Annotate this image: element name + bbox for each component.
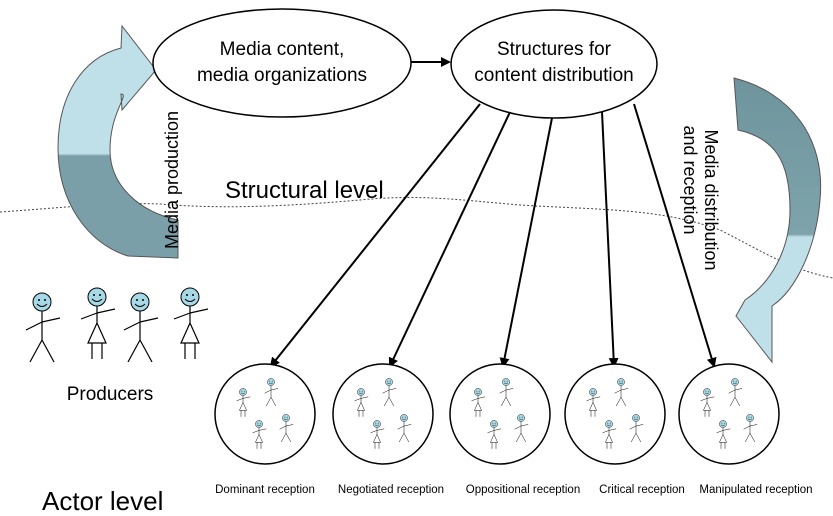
reception-label-manipulated: Manipulated reception bbox=[699, 484, 812, 496]
media-content-label-line2: media organizations bbox=[197, 65, 367, 86]
reception-negotiated bbox=[332, 363, 434, 465]
distribution-arrow-critical bbox=[601, 111, 619, 368]
structures-node bbox=[450, 9, 658, 119]
structures-label-line2: content distribution bbox=[474, 65, 634, 86]
media-distribution-label-line1: Media distribution bbox=[701, 129, 721, 270]
media-distribution-label-line2: and reception bbox=[680, 125, 700, 234]
media-production-label: Media production bbox=[162, 111, 182, 249]
reception-label-critical: Critical reception bbox=[599, 484, 685, 496]
actor-level-label: Actor level bbox=[42, 486, 163, 516]
distribution-arrow-manipulated bbox=[633, 103, 717, 368]
media-content-label-line1: Media content, bbox=[220, 39, 345, 60]
level-boundary-line bbox=[0, 196, 833, 279]
media-content-node bbox=[152, 8, 412, 118]
distribution-arrow-dominant bbox=[269, 103, 481, 368]
distribution-arrow-negotiated bbox=[388, 111, 511, 368]
media-distribution-arrow bbox=[733, 77, 822, 364]
reception-label-oppositional: Oppositional reception bbox=[466, 484, 580, 496]
reception-label-dominant: Dominant reception bbox=[215, 484, 315, 496]
distribution-arrow-oppositional bbox=[499, 117, 553, 368]
reception-oppositional bbox=[449, 363, 551, 465]
producers-label: Producers bbox=[67, 384, 154, 405]
media-production-arrow bbox=[57, 24, 179, 259]
reception-dominant bbox=[214, 363, 316, 465]
structural-level-label: Structural level bbox=[225, 177, 384, 204]
producers-group bbox=[25, 287, 209, 363]
reception-manipulated bbox=[678, 363, 780, 465]
reception-critical bbox=[564, 363, 666, 465]
structures-label-line1: Structures for bbox=[497, 39, 612, 60]
reception-label-negotiated: Negotiated reception bbox=[338, 484, 444, 496]
